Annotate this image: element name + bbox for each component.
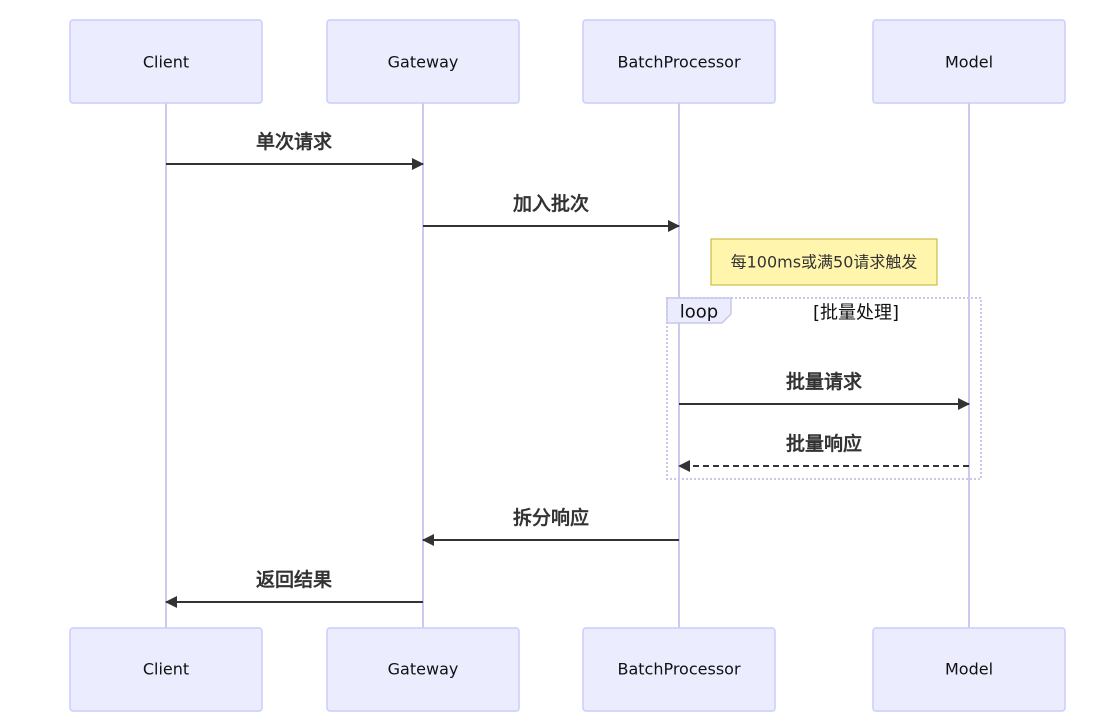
loop-block: loop [批量处理] (666, 297, 982, 480)
message-label-return-result: 返回结果 (256, 568, 332, 591)
participant-label: Gateway (388, 660, 459, 679)
participant-client-top: Client (69, 19, 263, 104)
participant-label: Gateway (388, 53, 459, 72)
message-label-batch-request: 批量请求 (786, 370, 863, 393)
message-label-add-to-batch: 加入批次 (512, 192, 589, 215)
message-label-split-response: 拆分响应 (513, 506, 589, 529)
participant-label: Model (945, 660, 993, 679)
participant-gateway-top: Gateway (326, 19, 520, 104)
message-label-batch-response: 批量响应 (786, 432, 862, 455)
participant-gateway-bottom: Gateway (326, 627, 520, 712)
note: 每100ms或满50请求触发 (710, 238, 938, 286)
participant-batchprocessor-top: BatchProcessor (582, 19, 776, 104)
participant-label: BatchProcessor (617, 53, 740, 72)
loop-condition: [批量处理] (813, 303, 899, 324)
message-label-single-request: 单次请求 (256, 130, 333, 153)
note-text: 每100ms或满50请求触发 (731, 253, 918, 272)
loop-tag (666, 297, 732, 324)
participant-model-bottom: Model (872, 627, 1066, 712)
participant-label: BatchProcessor (617, 660, 740, 679)
participant-label: Client (143, 660, 189, 679)
loop-keyword: loop (680, 302, 718, 323)
participant-batchprocessor-bottom: BatchProcessor (582, 627, 776, 712)
participant-client-bottom: Client (69, 627, 263, 712)
participant-label: Model (945, 53, 993, 72)
participant-label: Client (143, 53, 189, 72)
participant-model-top: Model (872, 19, 1066, 104)
